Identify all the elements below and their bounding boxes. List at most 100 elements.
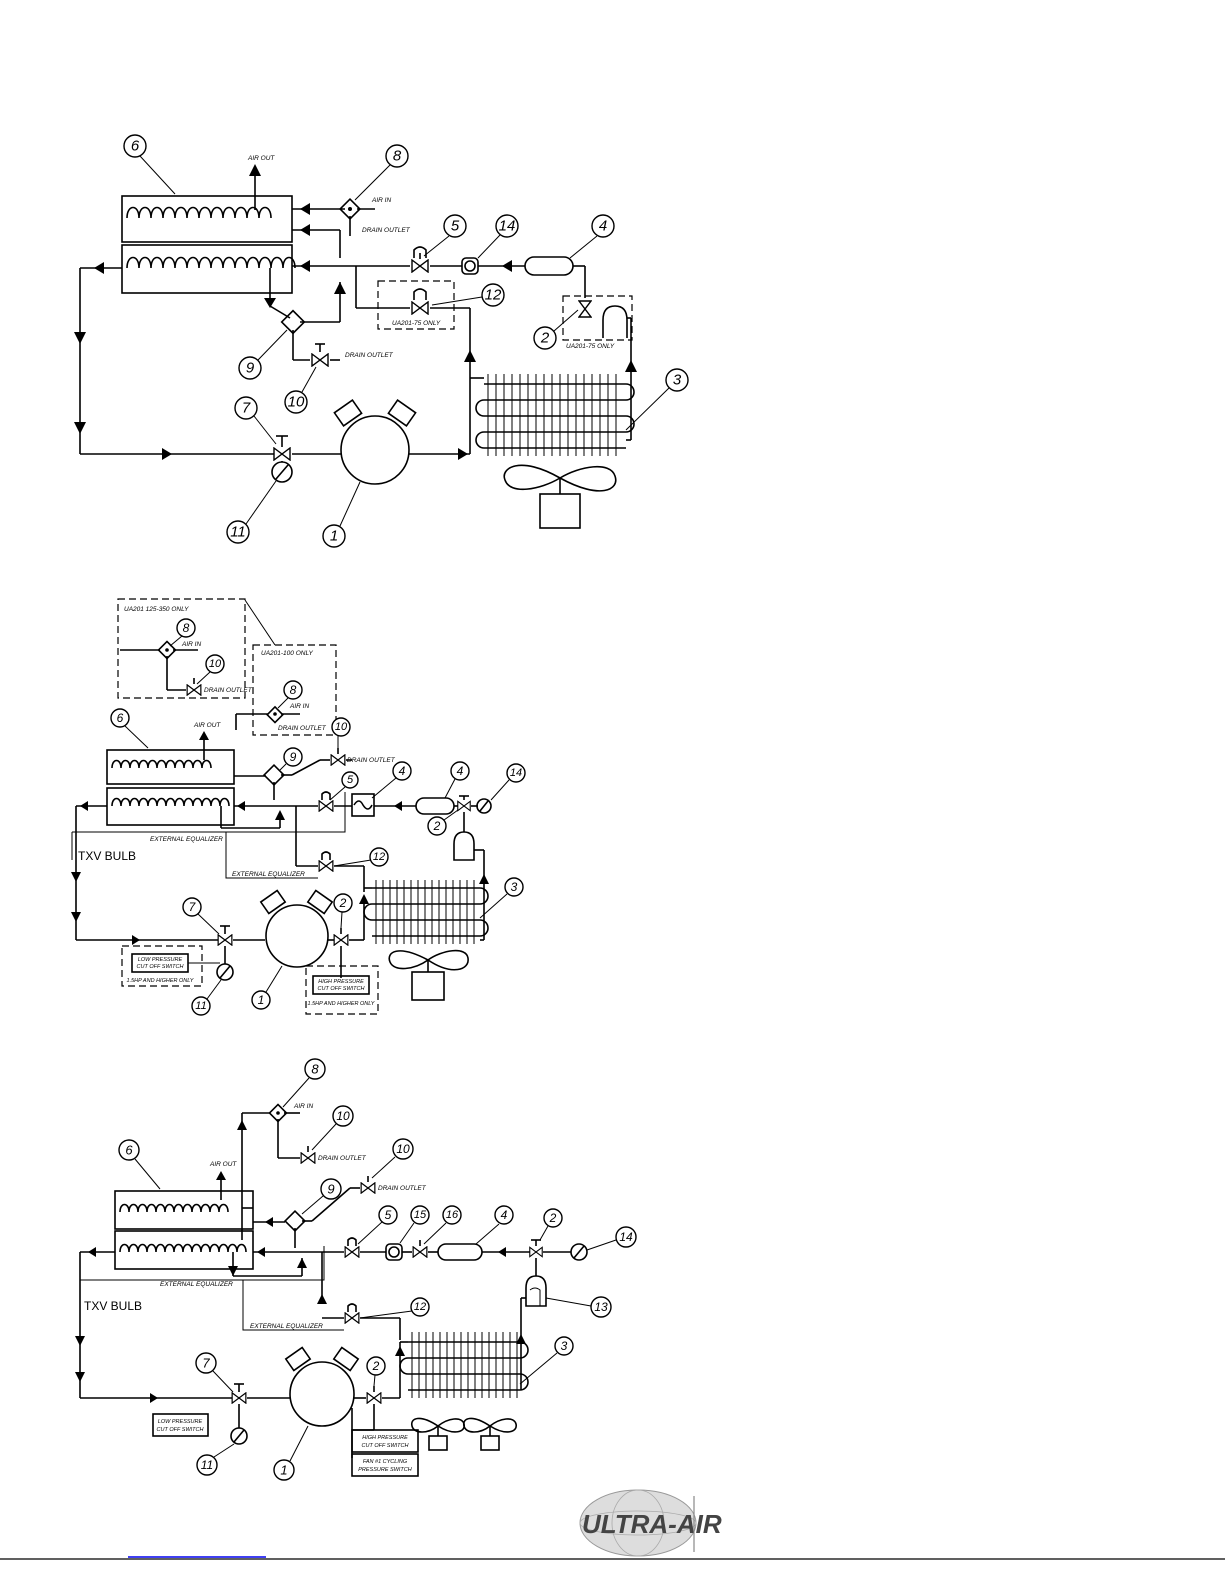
callout-13-3: 13 — [594, 1300, 608, 1314]
service-valve-7 — [273, 447, 291, 461]
evaporator-upper-box-3 — [114, 1190, 254, 1230]
external-equalizer-label-3a: EXTERNAL EQUALIZER — [160, 1281, 233, 1288]
compressor-1-3 — [289, 1361, 355, 1427]
callout-7-3: 7 — [202, 1356, 210, 1371]
evaporator-lower-box — [121, 244, 293, 294]
gauge-14-2 — [476, 798, 492, 814]
air-in-label: AIR IN — [371, 197, 391, 204]
evaporator-upper-coil — [126, 206, 272, 219]
drain-outlet-label-2a: DRAIN OUTLET — [204, 687, 253, 694]
callout-4: 4 — [599, 218, 607, 235]
ua201-100-box — [252, 644, 337, 736]
condenser-3 — [475, 374, 635, 456]
callout-11-3: 11 — [201, 1458, 213, 1472]
evaporator-lower-box-2 — [106, 787, 235, 826]
drain-outlet-label-3a: DRAIN OUTLET — [318, 1155, 367, 1162]
callout-12-2: 12 — [373, 851, 385, 863]
air-in-label-3: AIR IN — [293, 1103, 313, 1110]
evaporator-lower-box-3 — [114, 1230, 254, 1270]
low-pressure-label-3a: LOW PRESSURE — [158, 1419, 203, 1425]
receiver-4-2 — [415, 797, 455, 815]
callout-6: 6 — [131, 138, 140, 155]
callout-4-2a: 4 — [399, 764, 406, 778]
callout-8-2a: 8 — [183, 621, 190, 635]
callout-14-3: 14 — [619, 1230, 633, 1244]
hp-only-label-2a: 1.5HP AND HIGHER ONLY — [127, 978, 194, 984]
ua201-75-box-right — [562, 295, 633, 341]
callout-1: 1 — [330, 528, 338, 545]
callout-10-3a: 10 — [336, 1109, 350, 1123]
callout-8-3: 8 — [311, 1062, 319, 1077]
ua201-75-label-left: UA201-75 ONLY — [392, 320, 441, 327]
low-pressure-label-3b: CUT OFF SWITCH — [157, 1427, 204, 1433]
separator-9-3 — [283, 1209, 307, 1233]
callout-2: 2 — [540, 330, 550, 347]
callout-11: 11 — [230, 524, 246, 541]
drain-outlet-label-1: DRAIN OUTLET — [362, 227, 411, 234]
receiver-4-3 — [437, 1243, 483, 1261]
callout-6-2: 6 — [117, 711, 124, 725]
compressor-1-2 — [265, 904, 329, 968]
callout-15-3: 15 — [414, 1209, 427, 1221]
callout-1-2: 1 — [258, 993, 265, 1007]
diagram-1: AIR OUT AIR IN DRAIN OUTLET — [74, 134, 689, 548]
ua201-100-label: UA201-100 ONLY — [261, 650, 313, 657]
drain-outlet-label-2: DRAIN OUTLET — [345, 352, 394, 359]
callout-3-2: 3 — [511, 880, 518, 894]
callout-16-3: 16 — [446, 1209, 459, 1221]
callout-3: 3 — [673, 372, 682, 389]
condenser-fan — [503, 464, 617, 529]
callout-10-2b: 10 — [335, 721, 348, 733]
low-pressure-label-2a: LOW PRESSURE — [138, 957, 183, 963]
callout-6-3: 6 — [125, 1143, 133, 1158]
service-valve-7-3 — [231, 1392, 247, 1404]
condenser-3-3 — [399, 1332, 529, 1398]
air-in-label-2b: AIR IN — [289, 703, 309, 710]
condenser-fan-3b — [463, 1417, 517, 1451]
callout-14-2: 14 — [510, 767, 522, 779]
ua201-125-350-label: UA201 125-350 ONLY — [124, 606, 189, 613]
callout-4-3: 4 — [501, 1208, 508, 1222]
valve-16 — [412, 1246, 428, 1258]
evaporator-upper-box-2 — [106, 749, 235, 785]
callout-12-3: 12 — [414, 1301, 426, 1313]
fan-cycling-label-3a: FAN #1 CYCLING — [363, 1459, 408, 1465]
callout-8: 8 — [393, 148, 402, 165]
callout-9-2: 9 — [290, 750, 297, 764]
air-out-label-2: AIR OUT — [193, 722, 221, 729]
callout-9-3: 9 — [327, 1182, 334, 1197]
callout-10-2a: 10 — [209, 658, 222, 670]
callout-14: 14 — [499, 218, 516, 235]
gauge-11-3 — [230, 1427, 248, 1445]
ua201-75-label-right: UA201-75 ONLY — [566, 343, 615, 350]
high-pressure-label-3b: CUT OFF SWITCH — [362, 1443, 409, 1449]
water-separator-8 — [338, 197, 362, 221]
external-equalizer-label-2b: EXTERNAL EQUALIZER — [232, 871, 305, 878]
gauge-11 — [271, 461, 293, 483]
compressor-1 — [340, 415, 410, 485]
callout-2-2a: 2 — [433, 819, 441, 833]
callout-10: 10 — [288, 394, 305, 411]
low-pressure-label-2b: CUT OFF SWITCH — [137, 964, 184, 970]
hp-only-label-2b: 1.5HP AND HIGHER ONLY — [308, 1001, 375, 1007]
condenser-3-2 — [363, 880, 489, 944]
service-valve-7-2 — [217, 934, 233, 946]
drain-outlet-label-2c: DRAIN OUTLET — [347, 757, 396, 764]
air-out-label-3: AIR OUT — [209, 1161, 237, 1168]
accumulator-2 — [453, 831, 475, 861]
condenser-fan-2 — [388, 949, 469, 1001]
txv-bulb-label-3: TXV BULB — [84, 1299, 142, 1313]
gauge-14-3 — [570, 1243, 588, 1261]
accumulator-13 — [525, 1275, 547, 1307]
callout-5: 5 — [451, 218, 460, 235]
callout-7-2: 7 — [189, 900, 197, 914]
callout-11-2: 11 — [195, 1000, 206, 1012]
diagram-2: UA201 125-350 ONLY UA201-100 ONLY AIR IN… — [71, 598, 526, 1016]
high-pressure-label-2a: HIGH PRESSURE — [318, 979, 364, 985]
receiver-4 — [524, 256, 574, 276]
callout-10-3b: 10 — [396, 1142, 410, 1156]
external-equalizer-label-2a: EXTERNAL EQUALIZER — [150, 836, 223, 843]
callout-3-3: 3 — [561, 1339, 568, 1353]
ua201-75-box-left — [377, 280, 455, 330]
